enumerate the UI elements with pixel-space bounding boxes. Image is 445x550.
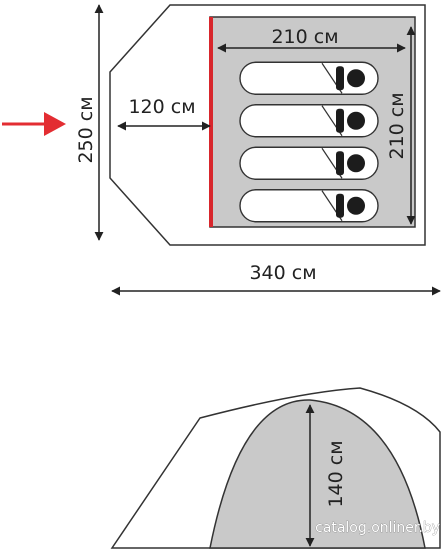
sleeper-head-icon [347, 69, 365, 88]
profile-inner-tent [209, 399, 426, 549]
sleeper-head-icon [347, 154, 365, 173]
height-label: 140 см [325, 440, 347, 507]
vestibule-label: 120 см [128, 96, 195, 118]
total-width-label: 340 см [249, 262, 316, 284]
sleeping-bag [239, 146, 379, 180]
sleeping-bag [239, 189, 379, 223]
sleeping-bag [239, 104, 379, 138]
inner-width-label: 210 см [271, 26, 338, 48]
watermark-text: catalog.onliner.by [315, 520, 440, 536]
sleeper-head-icon [347, 196, 365, 215]
sleeper-shoulders-icon [336, 151, 344, 176]
sleeper-shoulders-icon [336, 193, 344, 218]
inner-depth-label: 210 см [386, 92, 408, 159]
sleeping-berths [239, 61, 379, 223]
red-arrow-icon [2, 112, 66, 136]
sleeper-shoulders-icon [336, 66, 344, 91]
sleeper-shoulders-icon [336, 108, 344, 133]
total-depth-label: 250 см [75, 96, 97, 163]
sleeping-bag [239, 61, 379, 95]
sleeper-head-icon [347, 111, 365, 130]
